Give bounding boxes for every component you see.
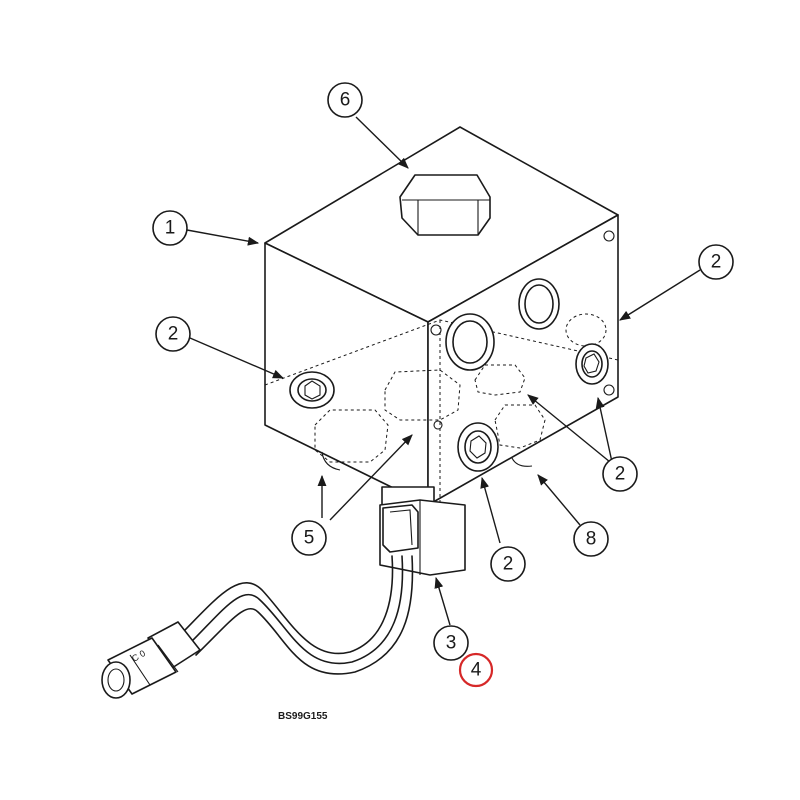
callout-4-label: 4	[471, 660, 482, 681]
callout-5: 5	[291, 520, 327, 556]
callout-3-label: 3	[446, 633, 457, 654]
plug-front	[457, 422, 499, 472]
callout-2-left-label: 2	[168, 324, 179, 345]
callout-1-label: 1	[165, 218, 176, 239]
callout-2-bottom: 2	[490, 546, 526, 582]
port-top-right	[518, 278, 560, 330]
callout-2-left: 2	[155, 316, 191, 352]
solenoid-connector	[382, 504, 419, 553]
port-hidden-right	[565, 313, 607, 347]
callout-6: 6	[327, 82, 363, 118]
plug-left	[289, 371, 335, 409]
hidden-cartridges	[314, 364, 546, 471]
port-top-left	[445, 313, 495, 371]
callout-2-right-label: 2	[711, 252, 722, 273]
solenoid	[379, 486, 466, 576]
callout-2-lower-right: 2	[602, 456, 638, 492]
leader-lines	[186, 116, 701, 626]
callout-8: 8	[573, 521, 609, 557]
callout-2-bottom-label: 2	[503, 554, 514, 575]
callout-4-highlighted: 4	[458, 652, 494, 688]
callout-2-lower-right-label: 2	[615, 464, 626, 485]
plug-right	[575, 343, 609, 385]
callout-2-right: 2	[698, 244, 734, 280]
callout-8-label: 8	[586, 529, 597, 550]
wire-harness	[179, 555, 414, 675]
callout-5-label: 5	[304, 528, 315, 549]
electrical-connector: C 0	[101, 621, 201, 699]
drawing-code: BS99G155	[278, 711, 328, 722]
hex-plug	[399, 174, 491, 236]
callout-6-label: 6	[340, 90, 351, 111]
callout-3: 3	[433, 625, 469, 661]
callout-1: 1	[152, 210, 188, 246]
